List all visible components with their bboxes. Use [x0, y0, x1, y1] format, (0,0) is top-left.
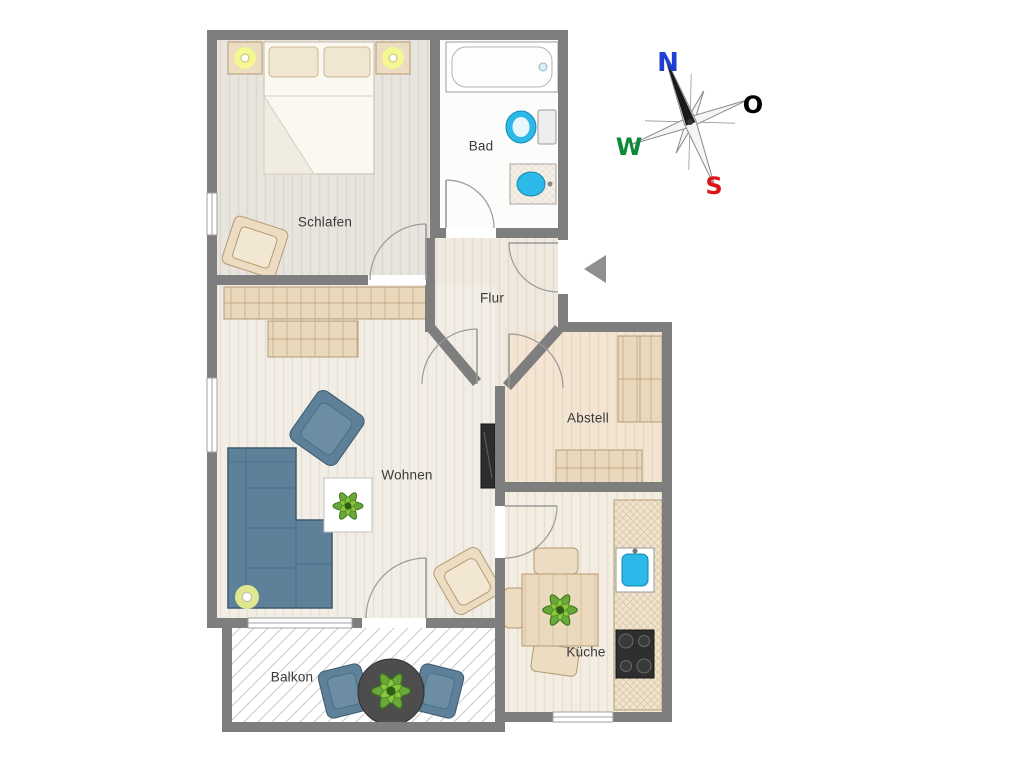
pillow-right: [323, 46, 371, 78]
kitchen-sink: [615, 547, 655, 593]
wall-left: [207, 30, 217, 628]
abstell-door-swing: [508, 333, 564, 389]
dining-chair-left: [503, 587, 525, 629]
kitchen-furniture: [503, 499, 663, 711]
room-label-abstell: Abstell: [567, 410, 609, 426]
bedroom-door-gap: [368, 275, 426, 285]
room-label-schlafen: Schlafen: [297, 214, 353, 230]
room-label-flur: Flur: [479, 290, 505, 306]
kitchen-door-swing: [504, 505, 558, 559]
shelf-right: [617, 335, 663, 423]
wall-balcony-bottom: [222, 722, 505, 732]
door-swings: [365, 179, 564, 619]
balcony-door-swing: [365, 557, 427, 619]
compass-rose: N O S W: [616, 48, 763, 200]
bathtub: [445, 41, 559, 93]
living-armchair: [289, 390, 365, 466]
wall-balcony-right: [495, 628, 505, 732]
room-label-kueche: Küche: [566, 644, 606, 660]
wall-balcony-left: [222, 628, 232, 732]
wardrobe: [223, 286, 431, 320]
sink-bath: [509, 163, 557, 205]
balcony-door-gap: [362, 618, 426, 628]
dining-table: [521, 573, 599, 647]
bedroom-door-swing: [369, 223, 427, 281]
openings: [206, 192, 614, 723]
entry-door-gap: [558, 240, 568, 294]
wall-abstell-top: [558, 322, 672, 332]
wall-wohnen-bottom: [207, 618, 505, 628]
sideboard: [267, 320, 359, 358]
entry-door-swing: [508, 242, 559, 293]
bathroom-fixtures: [445, 41, 559, 205]
abstell-furniture: [555, 335, 663, 487]
balcony-chair-right: [411, 663, 465, 719]
wall-flur-diagonal-left: [427, 325, 481, 386]
compass-n: N: [657, 48, 679, 78]
window-living-left: [206, 377, 218, 453]
wall-abstell-kueche: [505, 482, 662, 492]
bedroom-furniture: [221, 41, 431, 358]
window-living-bottom: [247, 617, 353, 629]
compass-w: W: [616, 133, 642, 161]
compass-o: O: [743, 91, 763, 119]
bath-door-swing: [445, 179, 495, 229]
double-bed: [263, 41, 375, 175]
floor-lamp-icon: [235, 585, 259, 609]
wall-bedroom-bath: [430, 30, 440, 238]
wall-flur-left: [425, 238, 435, 332]
wall-bath-flur: [430, 228, 568, 238]
kitchen-door-gap: [495, 506, 505, 558]
toilet: [505, 109, 557, 145]
room-label-bad: Bad: [468, 138, 494, 154]
living-furniture: [227, 390, 501, 615]
reading-armchair: [433, 547, 501, 615]
coffee-table: [323, 477, 373, 533]
compass-s: S: [705, 172, 722, 200]
balcony-chair-left: [317, 663, 371, 719]
bath-door-gap: [446, 228, 496, 238]
blanket-fold: [263, 94, 315, 175]
entry-arrow-icon: [584, 255, 606, 283]
window-kitchen-bottom: [552, 711, 614, 723]
room-label-wohnen: Wohnen: [381, 467, 433, 483]
shelf-bottom: [555, 449, 643, 487]
wall-top: [207, 30, 568, 40]
tv: [480, 423, 496, 489]
pillow-left: [268, 46, 319, 78]
wall-right-lower: [662, 322, 672, 722]
wall-bedroom-living: [207, 275, 435, 285]
stove: [615, 629, 655, 679]
balcony-furniture: [317, 658, 465, 726]
dining-chair-top: [533, 547, 579, 575]
wall-right-upper: [558, 30, 568, 332]
room-label-balkon: Balkon: [270, 669, 314, 685]
window-bedroom-left: [206, 192, 218, 236]
compass-needle-icon: [664, 56, 696, 126]
wall-flur-diagonal-right: [503, 325, 563, 390]
balcony-table: [357, 658, 425, 726]
bedroom-armchair: [221, 215, 289, 279]
wohnen-door-swing: [421, 328, 478, 385]
